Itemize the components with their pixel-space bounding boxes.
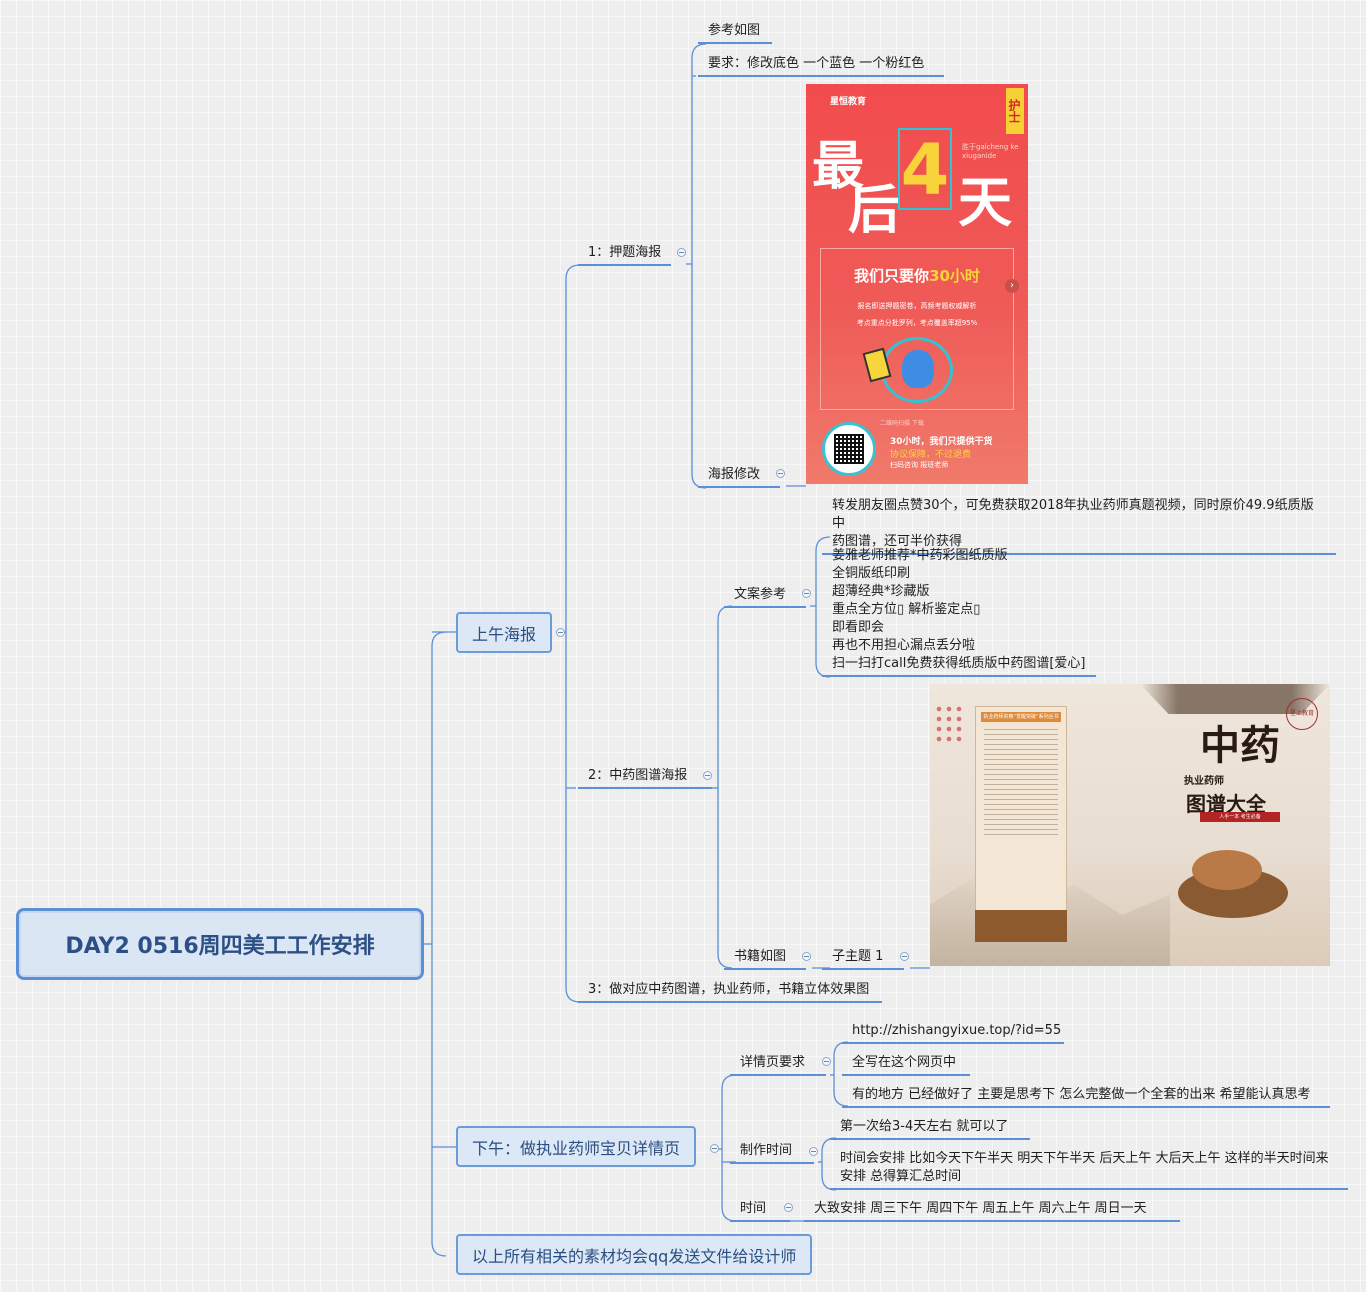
copy-line: 药图谱，还可半价获得 [832, 534, 963, 549]
topic-label: 下午：做执业药师宝贝详情页 [472, 1138, 681, 1158]
make-item-first[interactable]: 第一次给3-4天左右 就可以了 [830, 1118, 1030, 1140]
subtopic-reference[interactable]: 参考如图 [698, 22, 772, 44]
poster-number: 4 [898, 128, 952, 210]
subtopic-label: 详情页要求 [740, 1055, 806, 1070]
subtopic-label: 子主题 1 [832, 949, 884, 964]
topic-materials-note[interactable]: 以上所有相关的素材均会qq发送文件给设计师 [456, 1234, 813, 1275]
copy-line: 超薄经典*珍藏版 [832, 584, 930, 599]
back-cover-text-lines [984, 729, 1058, 839]
copy-line: 姜雅老师推荐*中药彩图纸质版 [832, 548, 1008, 563]
make-item-schedule[interactable]: 时间会安排 比如今天下午半天 明天下午半天 后天上午 大后天上午 这样的半天时间… [830, 1150, 1348, 1190]
topic-label: 3：做对应中药图谱，执业药师，书籍立体效果图 [588, 982, 870, 997]
exam-poster-image: 星恒教育 护士 最 后 4 天 胜于gaicheng ke xiuganide … [806, 84, 1028, 484]
subtopic-label: 书籍如图 [734, 949, 787, 964]
collapse-toggle-icon[interactable] [900, 952, 909, 961]
detail-item-note[interactable]: 有的地方 已经做好了 主要是思考下 怎么完整做一个全套的出来 希望能认真思考 [842, 1086, 1330, 1108]
topic-herbal-poster[interactable]: 2：中药图谱海报 [578, 767, 712, 789]
collapse-toggle-icon[interactable] [776, 469, 785, 478]
root-topic[interactable]: DAY2 0516周四美工工作安排 [16, 908, 424, 980]
poster-bottom-1: 30小时，我们只提供干货 [890, 437, 993, 447]
poster-word-2: 后 [848, 180, 901, 241]
poster-frame: 我们只要你30小时 报名即送押题密卷，高频考题权威解析 考点重点分批罗列，考点覆… [820, 248, 1014, 410]
detail-text: 全写在这个网页中 [852, 1055, 957, 1070]
copy-line: 转发朋友圈点赞30个，可免费获取2018年执业药师真题视频，同时原价49.9纸质… [832, 498, 1314, 531]
back-cover-footer [975, 910, 1067, 942]
back-cover-header: 执业药师资格“觉醒突破”系列丛书 [981, 712, 1061, 722]
poster-headline: 我们只要你30小时 [854, 267, 980, 285]
topic-label: 1：押题海报 [588, 245, 662, 260]
collapse-toggle-icon[interactable] [703, 771, 712, 780]
mascot-icon [881, 337, 953, 403]
topic-3d-render[interactable]: 3：做对应中药图谱，执业药师，书籍立体效果图 [578, 981, 882, 1003]
herb-pile-icon [1192, 850, 1262, 890]
arrow-right-icon[interactable]: › [1005, 279, 1019, 293]
qr-code-icon [822, 422, 876, 476]
make-line: 时间会安排 比如今天下午半天 明天下午半天 后天上午 大后天上午 这样的半天时间… [840, 1151, 1329, 1166]
collapse-toggle-icon[interactable] [802, 589, 811, 598]
copy-line: 扫一扫打call免费获得纸质版中药图谱[爱心] [832, 656, 1086, 671]
subtopic-label: 要求：修改底色 一个蓝色 一个粉红色 [708, 56, 925, 71]
topic-label: 2：中药图谱海报 [588, 768, 688, 783]
subtopic-requirement[interactable]: 要求：修改底色 一个蓝色 一个粉红色 [698, 55, 944, 77]
copy-line: 即看即会 [832, 620, 885, 635]
subtopic-production-time[interactable]: 制作时间 [730, 1142, 814, 1164]
topic-afternoon-detail-page[interactable]: 下午：做执业药师宝贝详情页 [456, 1126, 697, 1167]
detail-item-webpage[interactable]: 全写在这个网页中 [842, 1054, 970, 1076]
poster-tag: 护士 [1006, 88, 1024, 134]
plum-blossom-icon [934, 704, 964, 744]
poster-line-1: 报名即送押题密卷，高频考题权威解析 [857, 302, 977, 310]
detail-text: http://zhishangyixue.top/?id=55 [852, 1023, 1062, 1038]
subtopic-child-1[interactable]: 子主题 1 [822, 948, 904, 970]
book-title: 中药 [1200, 722, 1280, 769]
poster-word-1: 最 [812, 136, 865, 197]
collapse-toggle-icon[interactable] [809, 1147, 818, 1156]
topic-label: 以上所有相关的素材均会qq发送文件给设计师 [472, 1246, 797, 1266]
publisher-seal: 星上教育 [1286, 698, 1318, 730]
collapse-toggle-icon[interactable] [710, 1144, 719, 1153]
poster-bottom-3: 扫码咨询 报班老师 [890, 461, 949, 469]
time-text: 大致安排 周三下午 周四下午 周五上午 周六上午 周日一天 [814, 1201, 1147, 1216]
herbal-book-image: 执业药师资格“觉醒突破”系列丛书 星上教育 中药 执业药师 图谱大全 人手一本 … [930, 684, 1330, 966]
detail-text: 有的地方 已经做好了 主要是思考下 怎么完整做一个全套的出来 希望能认真思考 [852, 1087, 1311, 1102]
copy-line: 全铜版纸印刷 [832, 566, 911, 581]
subtopic-detail-requirement[interactable]: 详情页要求 [730, 1054, 826, 1076]
poster-word-3: 天 [958, 170, 1012, 234]
make-text: 第一次给3-4天左右 就可以了 [840, 1119, 1009, 1134]
book-back-cover: 执业药师资格“觉醒突破”系列丛书 [975, 706, 1067, 942]
subtopic-time[interactable]: 时间 [730, 1200, 790, 1222]
subtopic-label: 参考如图 [708, 23, 761, 38]
subtopic-label: 制作时间 [740, 1143, 793, 1158]
book-tagline: 人手一本 考生必备 [1200, 812, 1280, 822]
subtopic-copy-reference[interactable]: 文案参考 [724, 586, 806, 608]
copy-line: 再也不用担心漏点丢分啦 [832, 638, 976, 653]
subtopic-label: 文案参考 [734, 587, 787, 602]
collapse-toggle-icon[interactable] [677, 248, 686, 257]
topic-label: 上午海报 [472, 624, 537, 644]
poster-bottom-2: 协议保障，不过退费 [890, 450, 972, 460]
detail-item-url[interactable]: http://zhishangyixue.top/?id=55 [842, 1022, 1064, 1044]
copy-item-share[interactable]: 转发朋友圈点赞30个，可免费获取2018年执业药师真题视频，同时原价49.9纸质… [822, 497, 1336, 555]
copy-item-features[interactable]: 姜雅老师推荐*中药彩图纸质版 全铜版纸印刷 超薄经典*珍藏版 重点全方位▯ 解析… [822, 547, 1096, 677]
collapse-toggle-icon[interactable] [802, 952, 811, 961]
make-line: 安排 总得算汇总时间 [840, 1169, 962, 1184]
time-item-plan[interactable]: 大致安排 周三下午 周四下午 周五上午 周六上午 周日一天 [804, 1200, 1180, 1222]
topic-morning-poster[interactable]: 上午海报 [456, 612, 553, 653]
collapse-toggle-icon[interactable] [784, 1203, 793, 1212]
subtopic-book-reference[interactable]: 书籍如图 [724, 948, 806, 970]
subtopic-label: 时间 [740, 1201, 767, 1216]
subtopic-label: 海报修改 [708, 467, 761, 482]
poster-line-2: 考点重点分批罗列，考点覆盖率超95% [856, 319, 978, 327]
poster-subtext: 胜于gaicheng ke xiuganide [962, 143, 1019, 160]
copy-line: 重点全方位▯ 解析鉴定点▯ [832, 602, 981, 617]
topic-exam-poster[interactable]: 1：押题海报 [578, 244, 672, 266]
poster-logo: 星恒教育 [830, 97, 867, 107]
subtopic-poster-edit[interactable]: 海报修改 [698, 466, 780, 488]
root-title: DAY2 0516周四美工工作安排 [65, 934, 375, 959]
collapse-toggle-icon[interactable] [822, 1057, 831, 1066]
poster-qr-caption: 二维码扫描 下载 [880, 420, 924, 427]
book-subtitle: 执业药师 [1184, 776, 1224, 787]
collapse-toggle-icon[interactable] [556, 628, 565, 637]
